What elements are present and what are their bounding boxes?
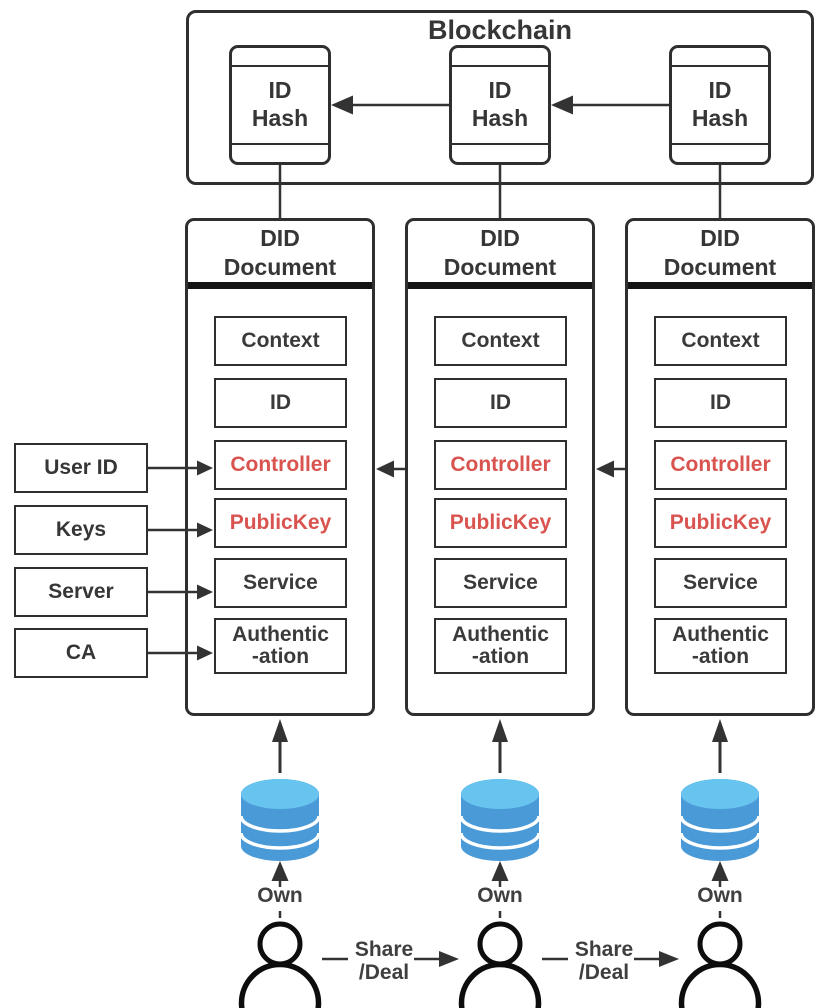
field-authentication: Authentic -ation <box>214 618 347 674</box>
field-id: ID <box>434 378 567 428</box>
field-publickey: PublicKey <box>654 498 787 548</box>
id-hash-block-1: ID Hash <box>229 45 331 165</box>
field-service: Service <box>214 558 347 608</box>
input-box-keys: Keys <box>14 505 148 555</box>
title-divider-bar <box>408 282 592 289</box>
field-controller: Controller <box>434 440 567 490</box>
input-box-user-id: User ID <box>14 443 148 493</box>
database-icon <box>239 779 321 861</box>
input-box-ca: CA <box>14 628 148 678</box>
db-to-doc-arrow <box>712 719 728 773</box>
database-icon <box>679 779 761 861</box>
id-hash-block-3: ID Hash <box>669 45 771 165</box>
input-box-server: Server <box>14 567 148 617</box>
field-controller: Controller <box>654 440 787 490</box>
field-authentication: Authentic -ation <box>654 618 787 674</box>
id-hash-label: ID Hash <box>471 77 529 131</box>
field-context: Context <box>434 316 567 366</box>
did-document-3: DID Document Context ID Controller Publi… <box>625 218 815 716</box>
blockchain-title: Blockchain <box>427 15 573 45</box>
db-to-doc-arrow <box>272 719 288 773</box>
share-deal-label-1: Share /Deal <box>354 938 414 985</box>
field-publickey: PublicKey <box>434 498 567 548</box>
did-document-2: DID Document Context ID Controller Publi… <box>405 218 595 716</box>
field-publickey: PublicKey <box>214 498 347 548</box>
person-icon <box>678 921 762 1008</box>
block-top-band <box>452 48 548 67</box>
block-top-band <box>672 48 768 67</box>
title-divider-bar <box>628 282 812 289</box>
block-top-band <box>232 48 328 67</box>
db-to-doc-arrow <box>492 719 508 773</box>
doc-link-arrow <box>596 460 625 478</box>
field-service: Service <box>654 558 787 608</box>
person-icon <box>238 921 322 1008</box>
field-context: Context <box>654 316 787 366</box>
database-icon <box>459 779 541 861</box>
own-label-1: Own <box>257 884 303 907</box>
share-deal-label-2: Share /Deal <box>574 938 634 985</box>
field-authentication: Authentic -ation <box>434 618 567 674</box>
own-label-3: Own <box>697 884 743 907</box>
id-hash-label: ID Hash <box>691 77 749 131</box>
field-service: Service <box>434 558 567 608</box>
did-document-1: DID Document Context ID Controller Publi… <box>185 218 375 716</box>
field-controller: Controller <box>214 440 347 490</box>
field-id: ID <box>214 378 347 428</box>
block-bottom-band <box>672 143 768 162</box>
id-hash-block-2: ID Hash <box>449 45 551 165</box>
did-document-title: DID Document <box>223 225 337 280</box>
block-bottom-band <box>232 143 328 162</box>
field-context: Context <box>214 316 347 366</box>
did-document-title: DID Document <box>443 225 557 280</box>
title-divider-bar <box>188 282 372 289</box>
field-id: ID <box>654 378 787 428</box>
person-icon <box>458 921 542 1008</box>
block-bottom-band <box>452 143 548 162</box>
own-label-2: Own <box>477 884 523 907</box>
did-document-title: DID Document <box>663 225 777 280</box>
doc-link-arrow <box>376 460 405 478</box>
id-hash-label: ID Hash <box>251 77 309 131</box>
